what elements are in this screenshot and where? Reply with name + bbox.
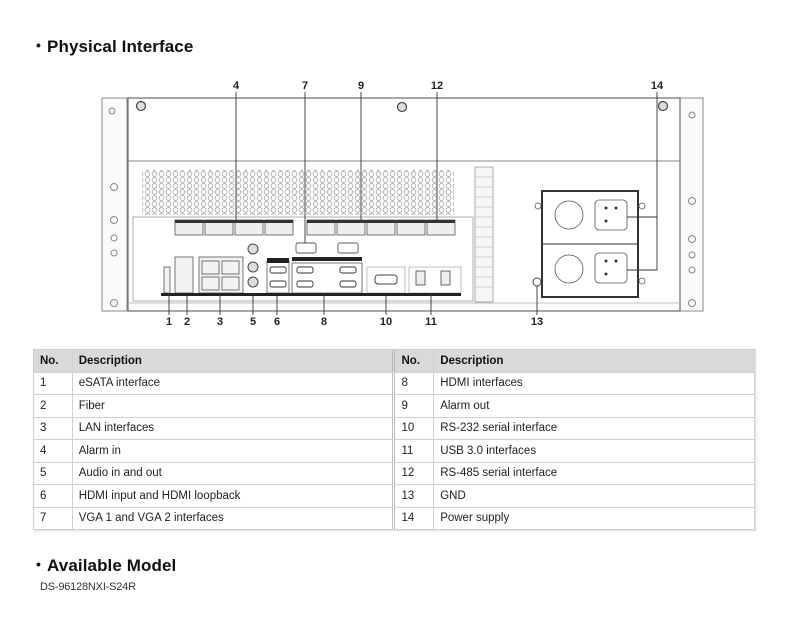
device-rear-panel-illustration (101, 92, 704, 315)
header-no: No. (392, 349, 435, 373)
callout-5: 5 (249, 316, 257, 328)
cell-no: 14 (392, 506, 435, 530)
bullet-icon: • (36, 556, 42, 572)
callout-7: 7 (301, 80, 309, 92)
cell-no: 6 (33, 484, 73, 508)
callout-9: 9 (357, 80, 365, 92)
cell-no: 1 (33, 371, 73, 395)
cell-description: Alarm out (433, 394, 755, 418)
section-title-text: Available Model (47, 556, 177, 575)
cell-description: USB 3.0 interfaces (433, 439, 755, 463)
cell-no: 9 (392, 394, 435, 418)
callout-8: 8 (320, 316, 328, 328)
cell-no: 12 (392, 461, 435, 485)
bullet-icon: • (36, 37, 42, 53)
table-row: 7 VGA 1 and VGA 2 interfaces 14 Power su… (33, 506, 755, 530)
cell-description: Power supply (433, 506, 755, 530)
cell-description: Audio in and out (71, 461, 395, 485)
callout-13: 13 (530, 316, 544, 328)
cell-description: HDMI input and HDMI loopback (71, 484, 395, 508)
callout-2: 2 (183, 316, 191, 328)
table-row: 1 eSATA interface 8 HDMI interfaces (33, 371, 755, 395)
cell-no: 13 (392, 484, 435, 508)
callout-11: 11 (425, 316, 437, 328)
section-title-physical-interface: • Physical Interface (36, 37, 193, 57)
table-row: 4 Alarm in 11 USB 3.0 interfaces (33, 439, 755, 463)
section-title-text: Physical Interface (47, 37, 194, 56)
cell-description: RS-485 serial interface (433, 461, 755, 485)
callout-12: 12 (430, 80, 444, 92)
cell-no: 5 (33, 461, 73, 485)
interface-table: No. Description No. Description 1 eSATA … (33, 349, 755, 530)
cell-description: GND (433, 484, 755, 508)
cell-no: 3 (33, 416, 73, 440)
cell-no: 8 (392, 371, 435, 395)
callout-10: 10 (379, 316, 393, 328)
cell-no: 2 (33, 394, 73, 418)
rear-panel-diagram: 4 7 9 12 14 1 2 3 5 6 8 10 11 13 (95, 75, 710, 335)
callout-3: 3 (216, 316, 224, 328)
model-number: DS-96128NXI-S24R (40, 581, 136, 593)
cell-no: 11 (392, 439, 435, 463)
callout-1: 1 (165, 316, 173, 328)
callout-4: 4 (232, 80, 240, 92)
header-description: Description (433, 349, 755, 373)
cell-description: RS-232 serial interface (433, 416, 755, 440)
table-row: 3 LAN interfaces 10 RS-232 serial interf… (33, 416, 755, 440)
callout-14: 14 (650, 80, 664, 92)
cell-description: Alarm in (71, 439, 395, 463)
cell-description: Fiber (71, 394, 395, 418)
table-header-row: No. Description No. Description (33, 349, 755, 373)
header-no: No. (33, 349, 73, 373)
cell-description: eSATA interface (71, 371, 395, 395)
cell-description: LAN interfaces (71, 416, 395, 440)
cell-description: VGA 1 and VGA 2 interfaces (71, 506, 395, 530)
table-row: 5 Audio in and out 12 RS-485 serial inte… (33, 461, 755, 485)
table-row: 6 HDMI input and HDMI loopback 13 GND (33, 484, 755, 508)
callout-6: 6 (273, 316, 281, 328)
table-row: 2 Fiber 9 Alarm out (33, 394, 755, 418)
cell-description: HDMI interfaces (433, 371, 755, 395)
section-title-available-model: • Available Model (36, 556, 176, 576)
header-description: Description (71, 349, 395, 373)
cell-no: 7 (33, 506, 73, 530)
cell-no: 4 (33, 439, 73, 463)
cell-no: 10 (392, 416, 435, 440)
